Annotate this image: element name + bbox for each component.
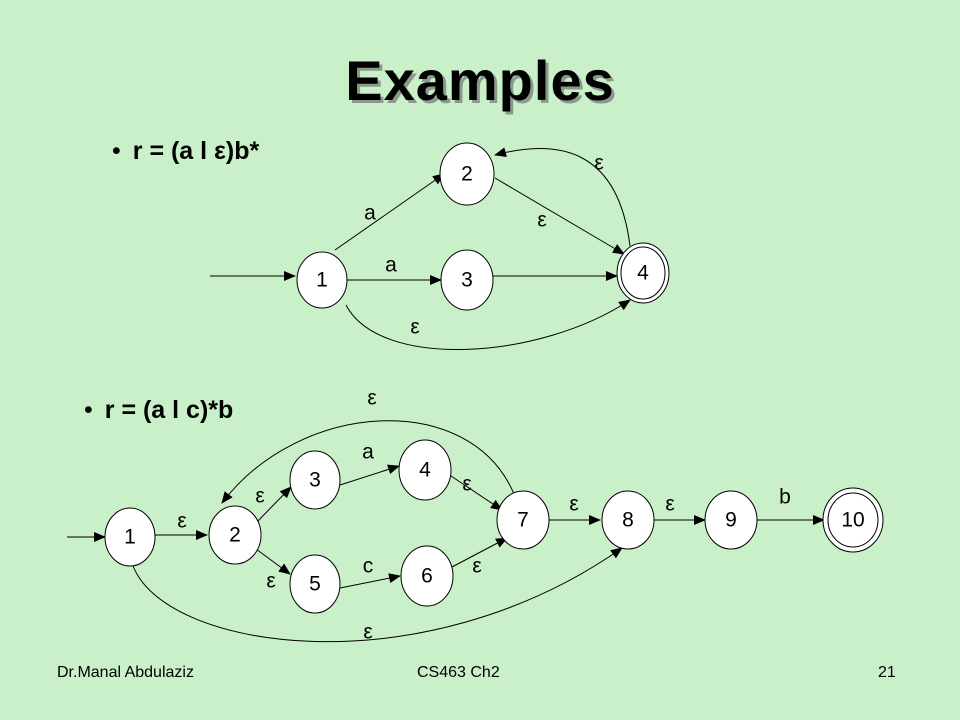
- footer-author: Dr.Manal Abdulaziz: [57, 664, 194, 681]
- label-2-8-9: ε: [665, 493, 674, 516]
- edge-2-7-2: [221, 420, 515, 504]
- svg-text:2: 2: [461, 163, 473, 186]
- edge-2-2-5: [255, 548, 291, 575]
- edge-2-3-4: [339, 464, 400, 486]
- edge-1-1-4: [345, 299, 631, 351]
- svg-text:8: 8: [622, 509, 634, 532]
- edge-1-2-4: [494, 177, 625, 255]
- state-2-7: 7: [496, 490, 550, 550]
- bullet-dot: •: [112, 137, 121, 165]
- label-1-2-4: ε: [537, 209, 546, 232]
- edge-2-6-7: [451, 537, 508, 568]
- state-2-8: 8: [601, 490, 655, 550]
- svg-text:1: 1: [316, 269, 328, 292]
- svg-text:9: 9: [725, 509, 737, 532]
- label-1-1-4: ε: [410, 316, 419, 339]
- state-1-4-accepting: 4: [616, 242, 670, 304]
- state-2-5: 5: [289, 554, 341, 614]
- slide-title: Examples: [345, 49, 615, 112]
- label-2-1-8: ε: [363, 621, 372, 644]
- state-2-6: 6: [400, 545, 454, 607]
- state-2-4: 4: [398, 439, 452, 501]
- label-2-5-6: c: [363, 555, 374, 578]
- bullet-example-1: • r = (a l ε)b*: [112, 137, 259, 166]
- label-2-3-4: a: [362, 441, 374, 464]
- edge-2-4-7: [447, 473, 503, 511]
- state-2-10-accepting: 10: [822, 487, 884, 553]
- label-2-7-2: ε: [367, 387, 376, 410]
- bullet-example-2: • r = (a l c)*b: [84, 396, 233, 425]
- svg-text:7: 7: [517, 509, 529, 532]
- nfa-example-1: a a ε ε ε 1 2 3 4: [210, 142, 670, 351]
- state-1-3: 3: [440, 249, 494, 311]
- svg-text:6: 6: [421, 565, 433, 588]
- label-1-4-2: ε: [594, 152, 603, 175]
- edge-2-1-8: [131, 547, 623, 643]
- label-2-6-7: ε: [472, 555, 481, 578]
- state-1-1: 1: [296, 251, 348, 309]
- svg-text:3: 3: [309, 469, 321, 492]
- svg-text:10: 10: [841, 509, 864, 532]
- footer-course: CS463 Ch2: [417, 664, 500, 681]
- label-2-7-8: ε: [569, 493, 578, 516]
- regex-example-2: r = (a l c)*b: [104, 396, 234, 424]
- state-1-2: 2: [439, 142, 495, 206]
- state-2-2: 2: [208, 505, 262, 565]
- label-1-1-3: a: [385, 254, 397, 277]
- svg-text:1: 1: [124, 526, 136, 549]
- edge-1-4-2: [494, 147, 631, 247]
- svg-text:4: 4: [419, 459, 431, 482]
- label-2-1-2: ε: [177, 510, 186, 533]
- svg-text:4: 4: [637, 262, 649, 285]
- edge-2-5-6: [339, 573, 401, 589]
- label-2-9-10: b: [779, 486, 791, 509]
- state-2-1: 1: [104, 507, 156, 567]
- edge-2-2-3: [255, 486, 292, 524]
- label-2-2-3: ε: [255, 485, 264, 508]
- page-number: 21: [878, 664, 896, 681]
- state-2-9: 9: [704, 490, 758, 550]
- state-2-3: 3: [289, 450, 341, 510]
- svg-text:2: 2: [229, 524, 241, 547]
- bullet-dot: •: [84, 396, 93, 424]
- label-2-2-5: ε: [266, 570, 275, 593]
- label-2-4-7: ε: [462, 473, 471, 496]
- edge-1-1-2: [334, 173, 445, 251]
- svg-text:3: 3: [461, 269, 473, 292]
- label-1-1-2: a: [364, 202, 376, 225]
- svg-text:5: 5: [309, 573, 321, 596]
- regex-example-1: r = (a l ε)b*: [132, 137, 260, 165]
- nfa-example-2: ε ε ε a c ε ε ε ε ε b ε 1 2 3: [67, 387, 884, 644]
